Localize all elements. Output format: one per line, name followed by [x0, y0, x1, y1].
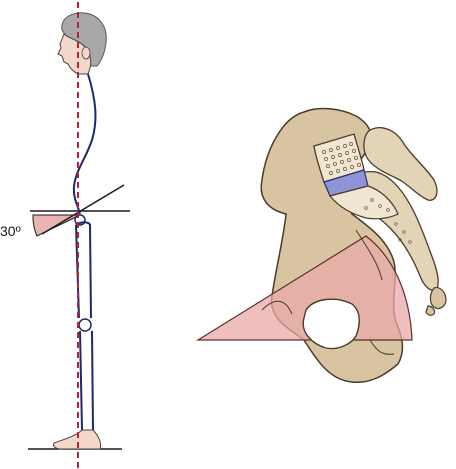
sacral-body: [328, 185, 399, 220]
pelvic-contour-lines: [261, 229, 395, 355]
knee-joint: [78, 318, 92, 332]
shin: [79, 330, 94, 431]
standing-figure: 30º: [0, 2, 130, 469]
head: [57, 12, 107, 75]
sacral-ridges: [363, 127, 438, 201]
coccyx: [425, 287, 447, 316]
foot: [53, 429, 102, 450]
angle-label: 30º: [0, 223, 21, 239]
pelvis-illustration: [195, 107, 447, 383]
obturator-foramen: [302, 298, 360, 350]
pelvic-tilt-line: [41, 184, 125, 235]
torso-outline: [72, 73, 97, 215]
trabecular-pattern: [322, 142, 412, 244]
